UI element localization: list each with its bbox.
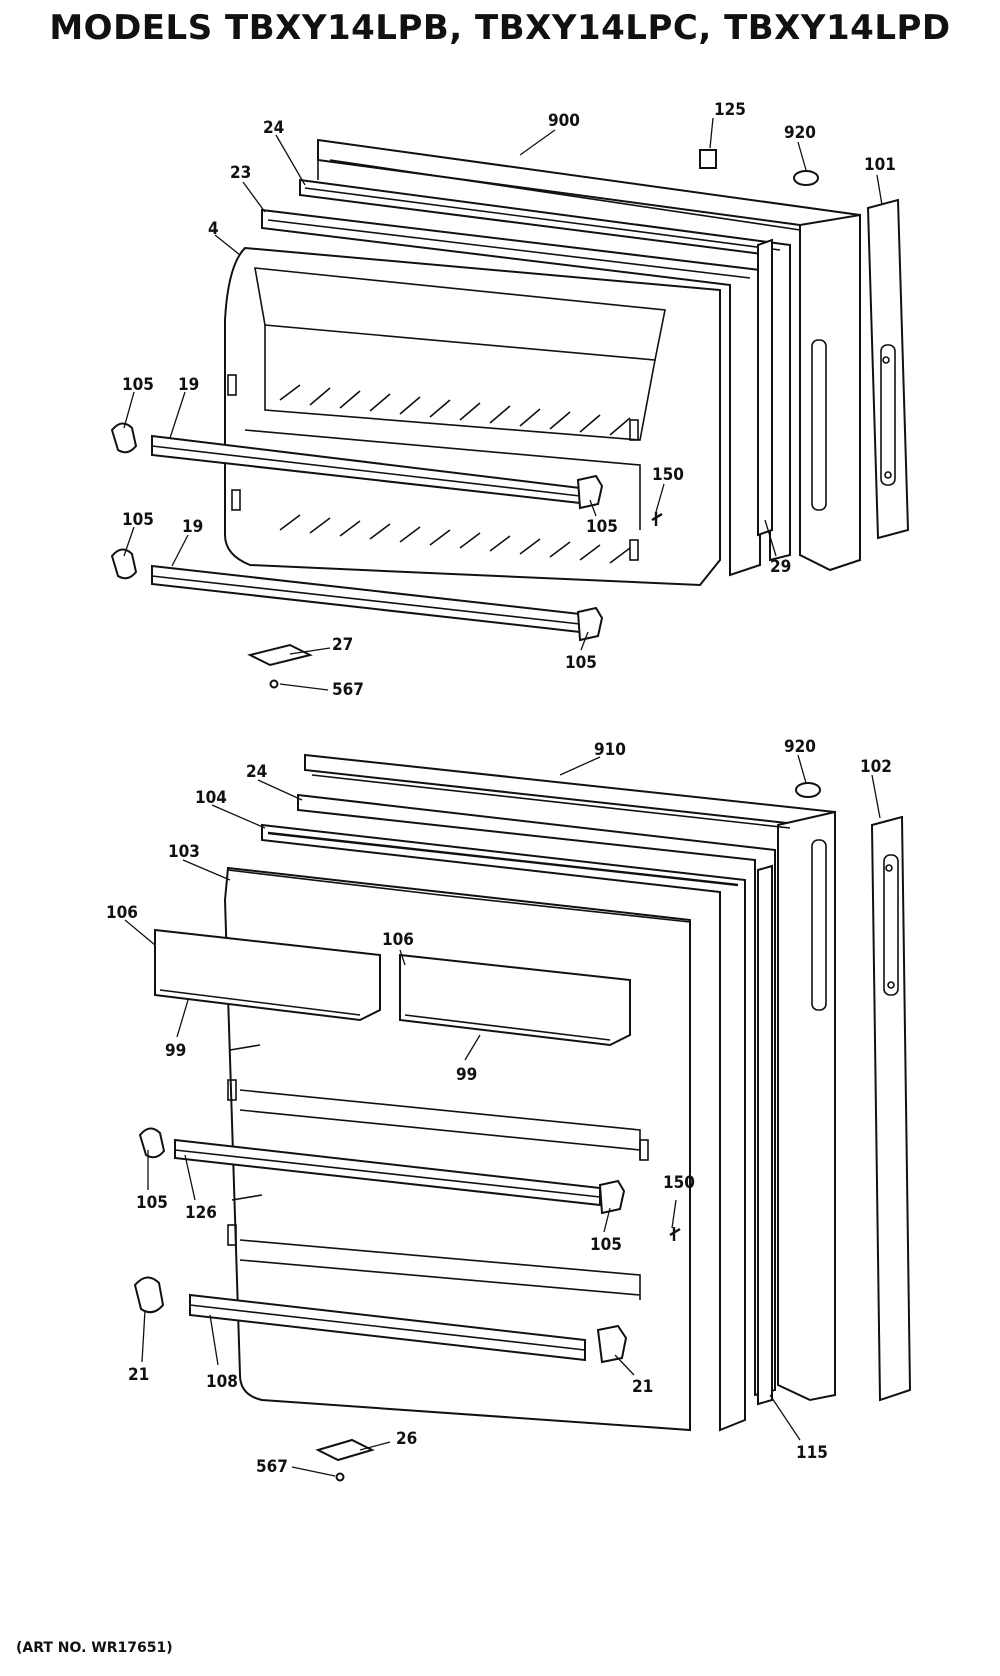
label-21-b: 21 <box>632 1377 653 1397</box>
shelf-bracket-105-right <box>598 1179 626 1215</box>
door-handle-101 <box>866 198 910 540</box>
hinge-cap-26 <box>315 1438 375 1462</box>
label-26: 26 <box>396 1429 417 1449</box>
hinge-cap-27 <box>247 643 313 667</box>
plug-125 <box>699 149 717 169</box>
door-gasket-bottom <box>297 793 776 1397</box>
dairy-door-left <box>154 928 381 1022</box>
label-105-d: 105 <box>565 653 597 673</box>
label-105-b: 105 <box>122 510 154 530</box>
shelf-bracket-105-left <box>138 1127 166 1159</box>
label-104: 104 <box>195 788 227 808</box>
label-115: 115 <box>796 1443 828 1463</box>
outer-door-panel <box>317 138 861 572</box>
label-103: 103 <box>168 842 200 862</box>
label-920: 920 <box>784 123 816 143</box>
label-106-b: 106 <box>382 930 414 950</box>
freezer-door-assembly <box>110 138 910 689</box>
screw-150-freezer <box>651 512 663 526</box>
label-567: 567 <box>332 680 364 700</box>
screw-567-top <box>269 679 279 689</box>
label-99-a: 99 <box>165 1041 186 1061</box>
shelf-bracket-21-left <box>133 1276 165 1314</box>
door-handle-102 <box>870 815 912 1402</box>
part-labels-freezer: 900 125 920 101 24 23 4 105 19 105 19 15… <box>122 100 896 700</box>
label-27: 27 <box>332 635 353 655</box>
part-labels-fresh-food: 910 920 102 24 104 103 106 106 99 99 105… <box>106 737 892 1477</box>
label-19-a: 19 <box>178 375 199 395</box>
trim-strip-115 <box>757 864 773 1406</box>
dairy-door-right <box>399 953 631 1047</box>
label-126: 126 <box>185 1203 217 1223</box>
shelf-bar-108 <box>189 1293 586 1362</box>
fresh-food-door-assembly <box>133 753 912 1482</box>
shelf-ribs-lower <box>279 514 631 564</box>
shelf-bar-126 <box>174 1138 601 1207</box>
label-29: 29 <box>770 557 791 577</box>
door-liner-frame-bottom <box>261 823 746 1432</box>
screw-567-bottom <box>335 1472 345 1482</box>
door-gasket <box>299 178 791 562</box>
label-108: 108 <box>206 1372 238 1392</box>
screw-150-fresh <box>669 1227 681 1241</box>
label-105-f: 105 <box>590 1235 622 1255</box>
leader-lines <box>123 117 883 1477</box>
label-101: 101 <box>864 155 896 175</box>
label-900: 900 <box>548 111 580 131</box>
label-102: 102 <box>860 757 892 777</box>
label-910: 910 <box>594 740 626 760</box>
label-125: 125 <box>714 100 746 120</box>
shelf-ribs-upper <box>279 384 631 436</box>
label-21-a: 21 <box>128 1365 149 1385</box>
label-567-b: 567 <box>256 1457 288 1477</box>
label-150-b: 150 <box>663 1173 695 1193</box>
shelf-bracket-left-upper <box>110 422 138 454</box>
outer-door-panel-bottom <box>304 753 836 1402</box>
label-106-a: 106 <box>106 903 138 923</box>
plug-920-top <box>793 170 819 186</box>
label-920-b: 920 <box>784 737 816 757</box>
label-105-c: 105 <box>586 517 618 537</box>
shelf-bracket-left-lower <box>110 548 138 580</box>
label-99-b: 99 <box>456 1065 477 1085</box>
label-150: 150 <box>652 465 684 485</box>
art-number: (ART NO. WR17651) <box>16 1640 173 1656</box>
label-23: 23 <box>230 163 251 183</box>
label-105-a: 105 <box>122 375 154 395</box>
trim-strip-29 <box>757 238 773 537</box>
shelf-bracket-right-upper <box>576 474 604 510</box>
label-4: 4 <box>208 219 219 239</box>
label-105-e: 105 <box>136 1193 168 1213</box>
shelf-bracket-21-right <box>596 1324 628 1364</box>
label-24: 24 <box>263 118 284 138</box>
diagram-title: MODELS TBXY14LPB, TBXY14LPC, TBXY14LPD <box>49 8 951 48</box>
inner-door-liner <box>224 246 721 587</box>
label-24-b: 24 <box>246 762 267 782</box>
shelf-bracket-right-lower <box>576 606 604 642</box>
plug-920-bottom <box>795 782 821 798</box>
label-19-b: 19 <box>182 517 203 537</box>
